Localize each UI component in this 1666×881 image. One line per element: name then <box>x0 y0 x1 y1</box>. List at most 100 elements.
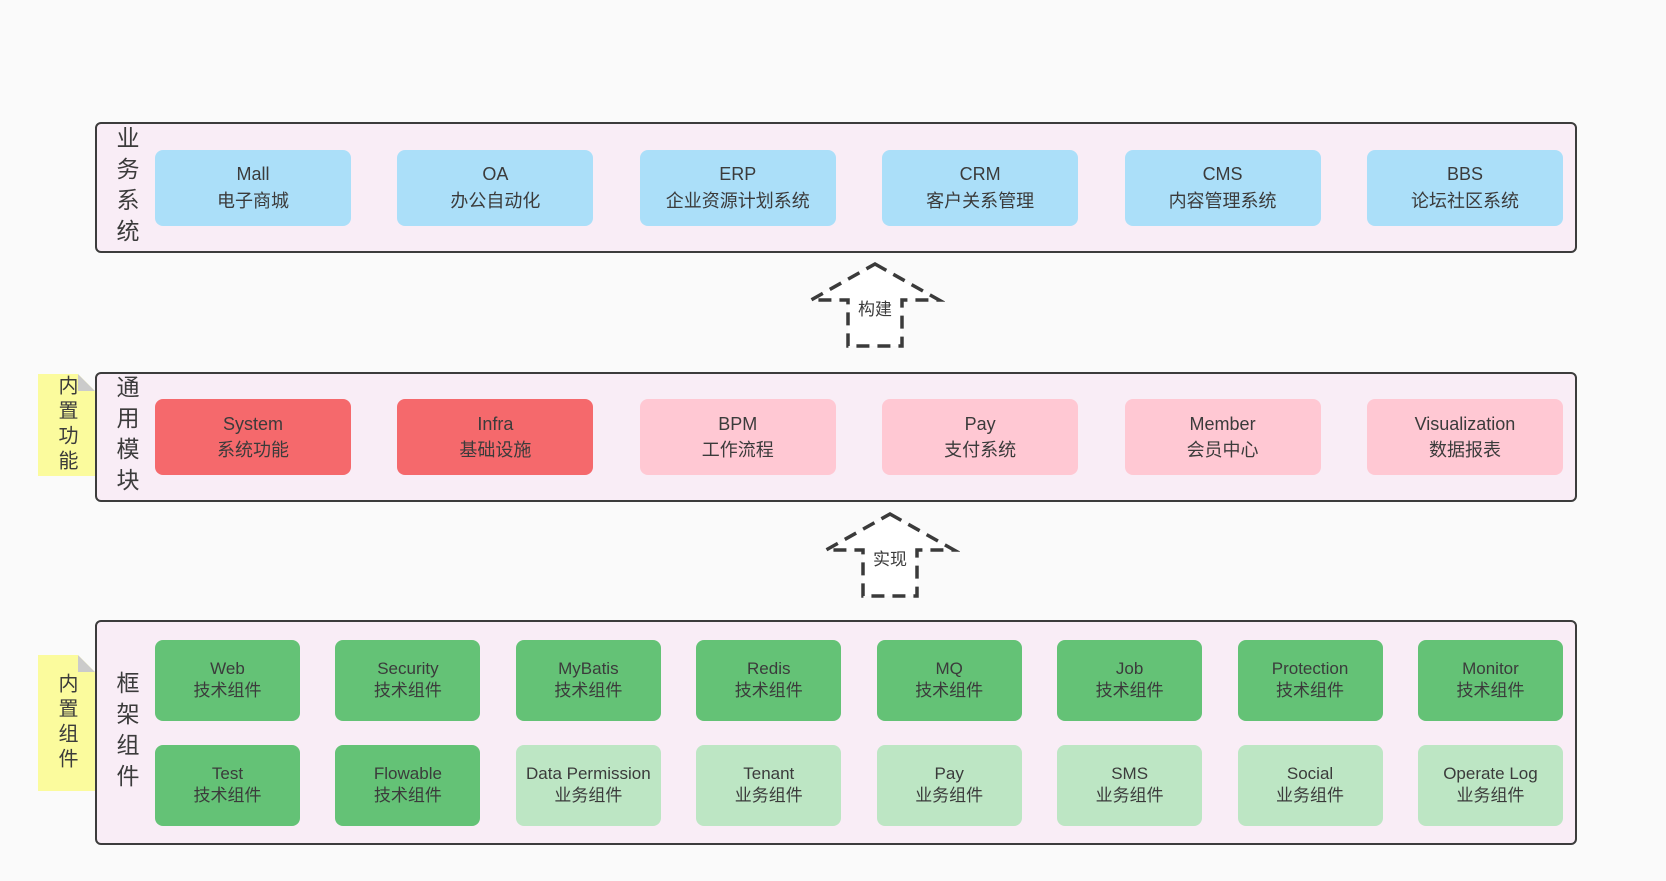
framework-boxes: Web 技术组件 Security 技术组件 MyBatis 技术组件 Redi… <box>155 622 1575 843</box>
box-title: Protection <box>1271 658 1349 678</box>
box-social: Social 业务组件 <box>1237 744 1383 826</box>
section-framework-components: 框架组件 Web 技术组件 Security 技术组件 MyBatis 技术组件… <box>95 620 1577 845</box>
box-security: Security 技术组件 <box>335 639 481 721</box>
box-subtitle: 基础设施 <box>459 440 532 460</box>
box-title: Tenant <box>743 763 795 783</box>
arrow-label: 构建 <box>854 294 896 321</box>
box-subtitle: 论坛社区系统 <box>1410 190 1519 211</box>
section-label: 框架组件 <box>113 670 139 795</box>
box-title: Member <box>1189 413 1256 434</box>
box-cms: CMS 内容管理系统 <box>1124 149 1321 226</box>
box-title: System <box>222 413 283 434</box>
box-subtitle: 业务组件 <box>915 786 984 805</box>
box-subtitle: 系统功能 <box>217 440 289 460</box>
box-subtitle: 客户关系管理 <box>926 190 1035 211</box>
box-subtitle: 办公自动化 <box>450 190 541 211</box>
box-title: Mall <box>236 164 270 185</box>
box-subtitle: 会员中心 <box>1186 440 1259 460</box>
box-title: Pay <box>934 763 964 783</box>
arrow-label: 实现 <box>869 544 911 571</box>
box-member: Member 会员中心 <box>1124 399 1321 475</box>
box-bbs: BBS 论坛社区系统 <box>1366 149 1563 226</box>
box-title: Security <box>377 658 439 678</box>
sticky-note-label: 内置功能 <box>55 375 77 475</box>
framework-row-2: Test 技术组件 Flowable 技术组件 Data Permission … <box>155 744 1563 826</box>
box-subtitle: 技术组件 <box>1095 681 1164 700</box>
box-title: BPM <box>718 413 758 434</box>
box-subtitle: 技术组件 <box>734 681 803 700</box>
box-title: Monitor <box>1462 658 1519 678</box>
box-web: Web 技术组件 <box>155 639 300 721</box>
section-business-systems: 业务系统 Mall 电子商城 OA 办公自动化 ERP 企业资源计划系统 CRM… <box>95 122 1577 253</box>
module-boxes: System 系统功能 Infra 基础设施 BPM 工作流程 Pay 支付系统… <box>155 374 1575 500</box>
box-title: Redis <box>747 658 791 678</box>
box-title: Test <box>211 763 244 783</box>
box-subtitle: 业务组件 <box>1276 786 1345 805</box>
box-title: Job <box>1115 658 1144 678</box>
box-monitor: Monitor 技术组件 <box>1417 639 1563 721</box>
box-subtitle: 业务组件 <box>1456 786 1525 805</box>
arrow-build: 构建 <box>805 260 945 350</box>
box-visualization: Visualization 数据报表 <box>1366 399 1563 475</box>
section-label: 通用模块 <box>113 375 139 499</box>
box-mall: Mall 电子商城 <box>155 149 351 226</box>
box-subtitle: 技术组件 <box>373 681 442 700</box>
box-title: Visualization <box>1414 413 1516 434</box>
box-subtitle: 支付系统 <box>944 440 1017 460</box>
box-subtitle: 技术组件 <box>193 681 262 700</box>
box-subtitle: 技术组件 <box>1276 681 1345 700</box>
box-subtitle: 数据报表 <box>1428 440 1501 460</box>
box-operate-log: Operate Log 业务组件 <box>1417 744 1563 826</box>
box-subtitle: 电子商城 <box>217 190 289 211</box>
box-title: CMS <box>1202 164 1243 185</box>
sticky-note-built-in-components: 内置组件 <box>38 655 95 791</box>
box-title: ERP <box>719 164 757 185</box>
box-subtitle: 业务组件 <box>734 786 803 805</box>
box-subtitle: 工作流程 <box>701 440 774 460</box>
sticky-note-built-in-features: 内置功能 <box>38 374 95 476</box>
box-mq: MQ 技术组件 <box>876 639 1022 721</box>
section-common-modules: 通用模块 System 系统功能 Infra 基础设施 BPM 工作流程 Pay… <box>95 372 1577 502</box>
box-title: MQ <box>935 658 963 678</box>
sticky-note-label: 内置组件 <box>55 673 77 773</box>
box-subtitle: 内容管理系统 <box>1168 190 1277 211</box>
box-title: BBS <box>1446 164 1483 185</box>
box-bpm: BPM 工作流程 <box>639 399 836 475</box>
box-subtitle: 企业资源计划系统 <box>665 190 810 211</box>
box-title: Web <box>210 658 245 678</box>
box-subtitle: 技术组件 <box>373 786 442 805</box>
box-subtitle: 技术组件 <box>193 786 262 805</box>
box-title: Social <box>1286 763 1334 783</box>
box-title: Operate Log <box>1443 763 1538 783</box>
box-oa: OA 办公自动化 <box>397 149 594 226</box>
box-title: OA <box>482 164 509 185</box>
box-system: System 系统功能 <box>155 399 351 475</box>
box-title: Infra <box>477 413 514 434</box>
box-title: CRM <box>959 164 1001 185</box>
box-infra: Infra 基础设施 <box>397 399 594 475</box>
box-mybatis: MyBatis 技术组件 <box>515 639 661 721</box>
box-pay-component: Pay 业务组件 <box>876 744 1022 826</box>
box-title: MyBatis <box>558 658 619 678</box>
box-subtitle: 业务组件 <box>554 786 623 805</box>
box-subtitle: 技术组件 <box>554 681 623 700</box>
box-title: Pay <box>964 413 996 434</box>
section-label: 业务系统 <box>113 125 139 250</box>
box-tenant: Tenant 业务组件 <box>696 744 842 826</box>
business-boxes: Mall 电子商城 OA 办公自动化 ERP 企业资源计划系统 CRM 客户关系… <box>155 124 1575 251</box>
box-job: Job 技术组件 <box>1057 639 1203 721</box>
box-subtitle: 业务组件 <box>1095 786 1164 805</box>
box-flowable: Flowable 技术组件 <box>335 744 481 826</box>
box-test: Test 技术组件 <box>155 744 300 826</box>
box-subtitle: 技术组件 <box>915 681 984 700</box>
box-subtitle: 技术组件 <box>1456 681 1525 700</box>
box-title: SMS <box>1111 763 1149 783</box>
box-pay: Pay 支付系统 <box>882 399 1079 475</box>
box-title: Data Permission <box>525 763 651 783</box>
box-erp: ERP 企业资源计划系统 <box>639 149 836 226</box>
box-protection: Protection 技术组件 <box>1237 639 1383 721</box>
framework-row-1: Web 技术组件 Security 技术组件 MyBatis 技术组件 Redi… <box>155 639 1563 721</box>
box-sms: SMS 业务组件 <box>1057 744 1203 826</box>
box-title: Flowable <box>373 763 442 783</box>
